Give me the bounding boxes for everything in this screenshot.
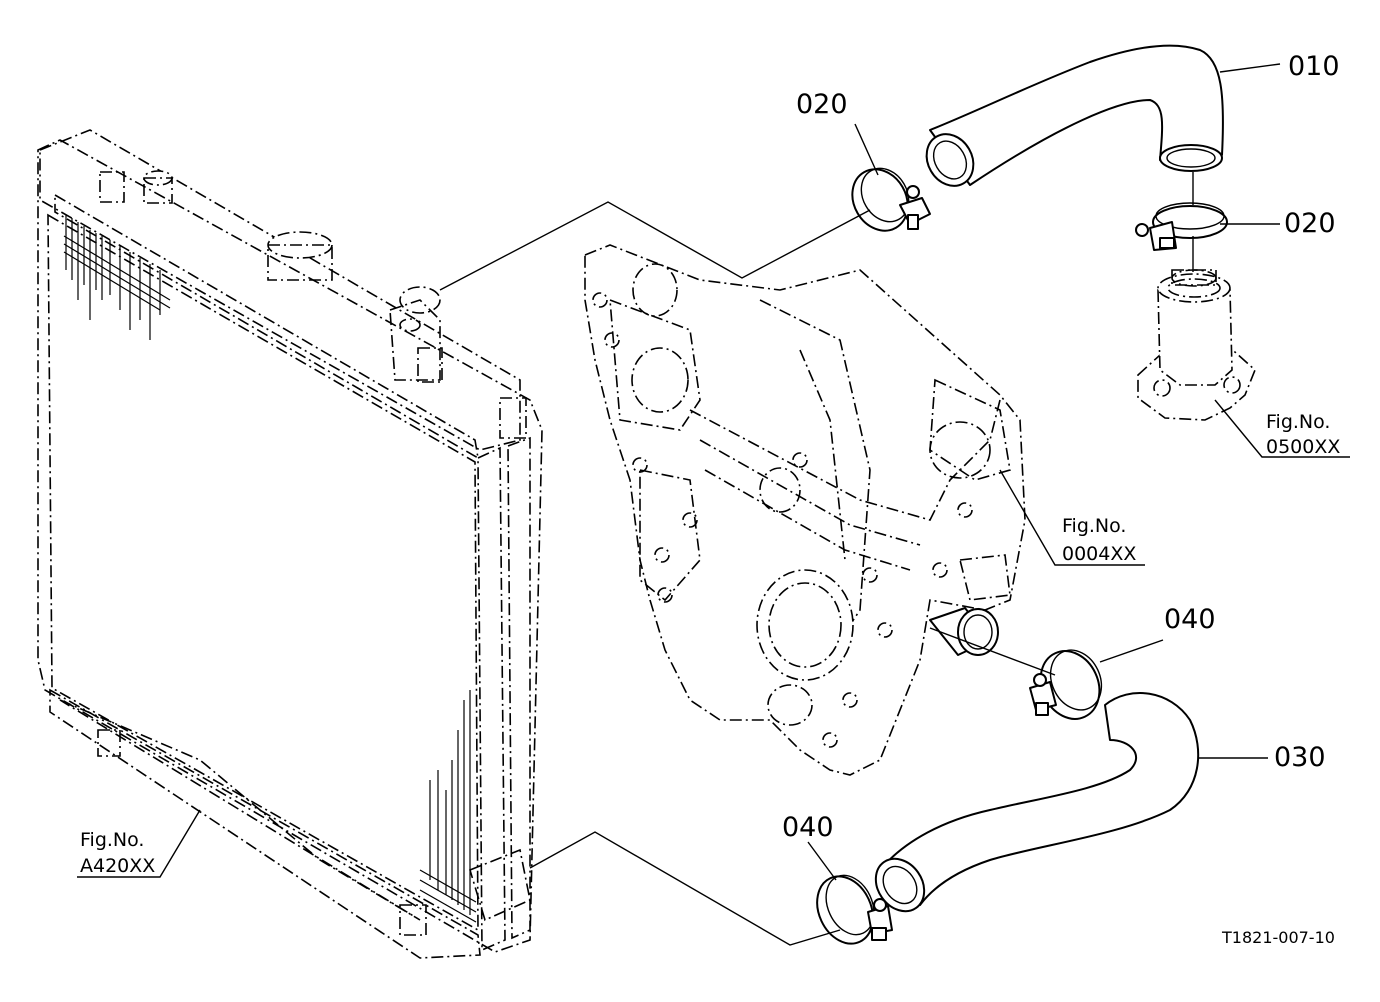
ref-radiator-line1: Fig.No. <box>80 829 144 851</box>
ref-gear-case-line1: Fig.No. <box>1062 515 1126 537</box>
lower-hose <box>874 692 1200 913</box>
callout-020-upper-left: 020 <box>796 89 848 120</box>
radiator <box>37 129 543 959</box>
upper-hose <box>925 44 1224 187</box>
ref-thermostat-line2: 0500XX <box>1266 436 1340 458</box>
clamp-upper-right <box>1135 202 1228 251</box>
ref-gear-case: Fig.No. 0004XX <box>1062 515 1136 565</box>
callout-040-lower-right: 040 <box>1164 604 1216 635</box>
clamp-upper-left <box>851 167 931 232</box>
ref-radiator: Fig.No. A420XX <box>80 829 155 877</box>
gear-case <box>584 244 1026 776</box>
clamp-lower-left <box>816 874 893 945</box>
ref-thermostat: Fig.No. 0500XX <box>1266 411 1340 458</box>
connection-lines <box>439 172 1194 946</box>
ref-gear-case-line2: 0004XX <box>1062 543 1136 565</box>
callout-010: 010 <box>1288 51 1340 82</box>
radiator-fins-lower <box>419 690 477 923</box>
ref-radiator-line2: A420XX <box>80 855 155 877</box>
thermostat-housing <box>1137 269 1256 421</box>
ref-thermostat-line1: Fig.No. <box>1266 411 1330 433</box>
radiator-fins-upper <box>63 215 171 340</box>
clamp-lower-right <box>1029 649 1103 720</box>
callout-030: 030 <box>1274 742 1326 773</box>
leader-lines <box>77 63 1350 881</box>
callout-020-upper-right: 020 <box>1284 208 1336 239</box>
callout-040-lower-left: 040 <box>782 812 834 843</box>
drawing-code: T1821-007-10 <box>1221 928 1335 947</box>
